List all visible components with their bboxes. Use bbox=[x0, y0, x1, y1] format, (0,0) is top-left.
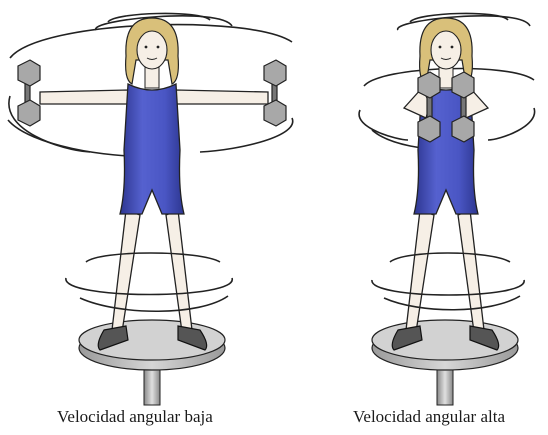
caption-low-angular-velocity: Velocidad angular baja bbox=[57, 407, 213, 427]
legs bbox=[112, 210, 192, 332]
right-figure bbox=[359, 13, 535, 405]
leotard bbox=[120, 84, 184, 214]
caption-high-angular-velocity: Velocidad angular alta bbox=[353, 407, 505, 427]
dumbbell-left-hand bbox=[18, 60, 40, 126]
platform-post bbox=[437, 365, 453, 405]
rotation-arrows-legs-right bbox=[372, 253, 524, 310]
legs bbox=[406, 210, 484, 332]
rotation-arrows-legs-left bbox=[66, 253, 232, 311]
platform-post bbox=[144, 365, 160, 405]
left-figure bbox=[8, 13, 293, 405]
